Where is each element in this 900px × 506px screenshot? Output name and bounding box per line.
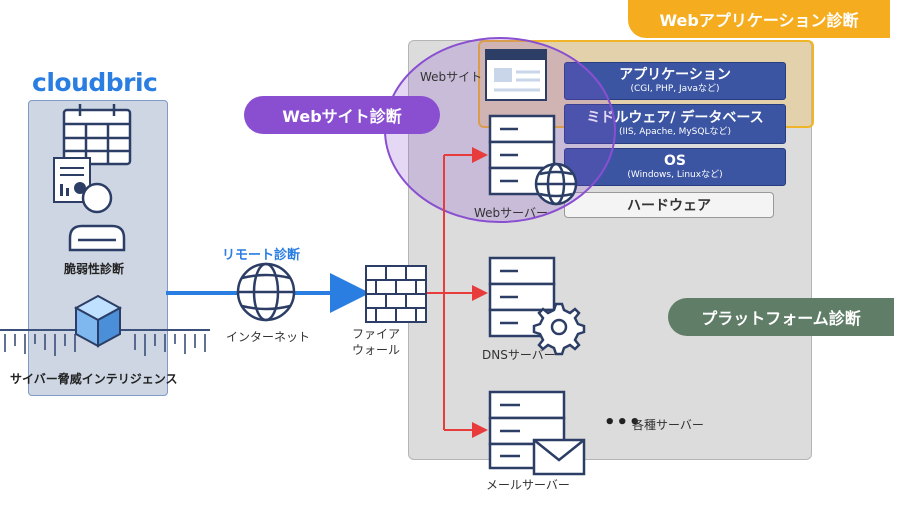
globe-icon [534, 162, 578, 206]
os-layer-sub: (Windows, Linuxなど) [627, 170, 723, 180]
internet-label: インターネット [226, 330, 311, 344]
firewall-label-line1: ファイア [352, 327, 401, 341]
webapp-diagnosis-label: Webアプリケーション診断 [628, 0, 890, 38]
middleware-layer-title: ミドルウェア/ データベース [586, 110, 764, 126]
more-ellipsis: ••• [604, 412, 642, 433]
cyber-threat-intel-label: サイバー脅威インテリジェンス [10, 372, 178, 386]
os-layer-title: OS [664, 153, 686, 169]
vulnerability-diagnosis-label: 脆弱性診断 [64, 262, 125, 276]
hardware-layer: ハードウェア [564, 192, 774, 218]
calendar-icon [62, 104, 132, 166]
application-layer: アプリケーション (CGI, PHP, Javaなど) [564, 62, 786, 100]
other-servers-label: 各種サーバー [632, 418, 704, 432]
web-server-label: Webサーバー [474, 206, 549, 220]
mail-icon [532, 438, 586, 476]
mail-server-label: メールサーバー [486, 478, 570, 492]
platform-diagnosis-label: プラットフォーム診断 [668, 298, 894, 336]
browser-window-icon [485, 49, 547, 101]
website-diagnosis-label: Webサイト診断 [244, 96, 440, 134]
gear-icon [532, 302, 586, 356]
firewall-icon [365, 265, 427, 323]
cloudbric-logo: cloudbric [32, 68, 158, 97]
globe-icon [236, 262, 296, 322]
server-icon [488, 256, 556, 338]
middleware-layer: ミドルウェア/ データベース (IIS, Apache, MySQLなど) [564, 104, 786, 144]
user-icon [68, 182, 126, 252]
firewall-connectors [426, 147, 488, 438]
firewall-label: ファイア ウォール [352, 326, 400, 358]
application-layer-sub: (CGI, PHP, Javaなど) [630, 84, 720, 94]
middleware-layer-sub: (IIS, Apache, MySQLなど) [619, 127, 731, 137]
cube-icon [73, 294, 123, 348]
dns-server-label: DNSサーバー [482, 348, 556, 362]
application-layer-title: アプリケーション [619, 67, 731, 83]
report-icon [53, 157, 91, 203]
remote-diagnosis-label: リモート診断 [222, 248, 301, 263]
os-layer: OS (Windows, Linuxなど) [564, 148, 786, 186]
website-label: Webサイト [420, 70, 483, 84]
firewall-label-line2: ウォール [352, 343, 401, 357]
